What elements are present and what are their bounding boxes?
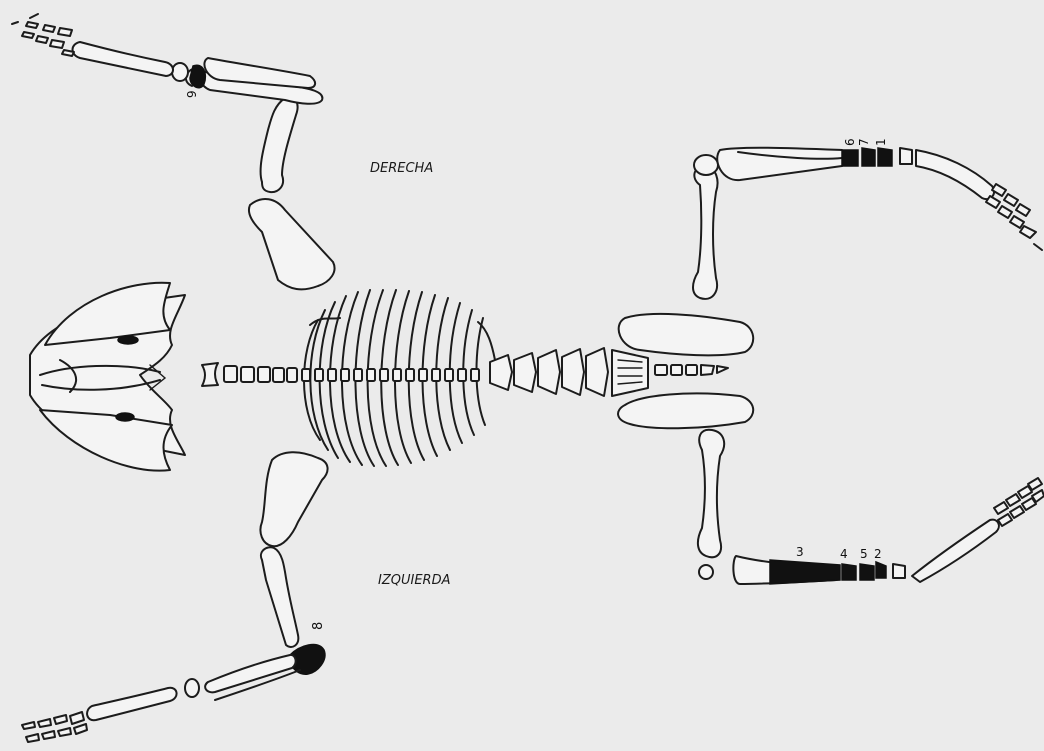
right-forelimb-phalanges: [12, 14, 74, 56]
right-forelimb: [12, 14, 335, 289]
bone-number-2: 2: [874, 547, 882, 561]
bone-number-4: 4: [840, 547, 848, 561]
cervical-vertebrae: [202, 363, 297, 386]
right-hindlimb: [693, 148, 1042, 299]
label-derecha: DERECHA: [370, 161, 433, 176]
bone-number-8: 8: [311, 622, 326, 630]
lumbar-vertebrae: [490, 348, 608, 396]
left-hindlimb-phalanges: [994, 478, 1044, 526]
bone-number-9: 9: [185, 90, 199, 98]
thoracic-vertebrae: [302, 369, 479, 381]
rib-cage: [302, 290, 495, 466]
bone-number-6: 6: [843, 138, 857, 146]
pelvis: [612, 314, 753, 428]
bone-number-3: 3: [796, 545, 804, 559]
label-izquierda: IZQUIERDA: [378, 573, 450, 588]
bone-number-1: 1: [874, 138, 888, 146]
skull: [30, 283, 185, 471]
left-hindlimb: [698, 430, 1044, 584]
bone-number-5: 5: [860, 547, 868, 561]
left-forelimb: [22, 452, 328, 742]
bone-number-7: 7: [857, 138, 871, 146]
left-forelimb-phalanges: [22, 712, 87, 742]
